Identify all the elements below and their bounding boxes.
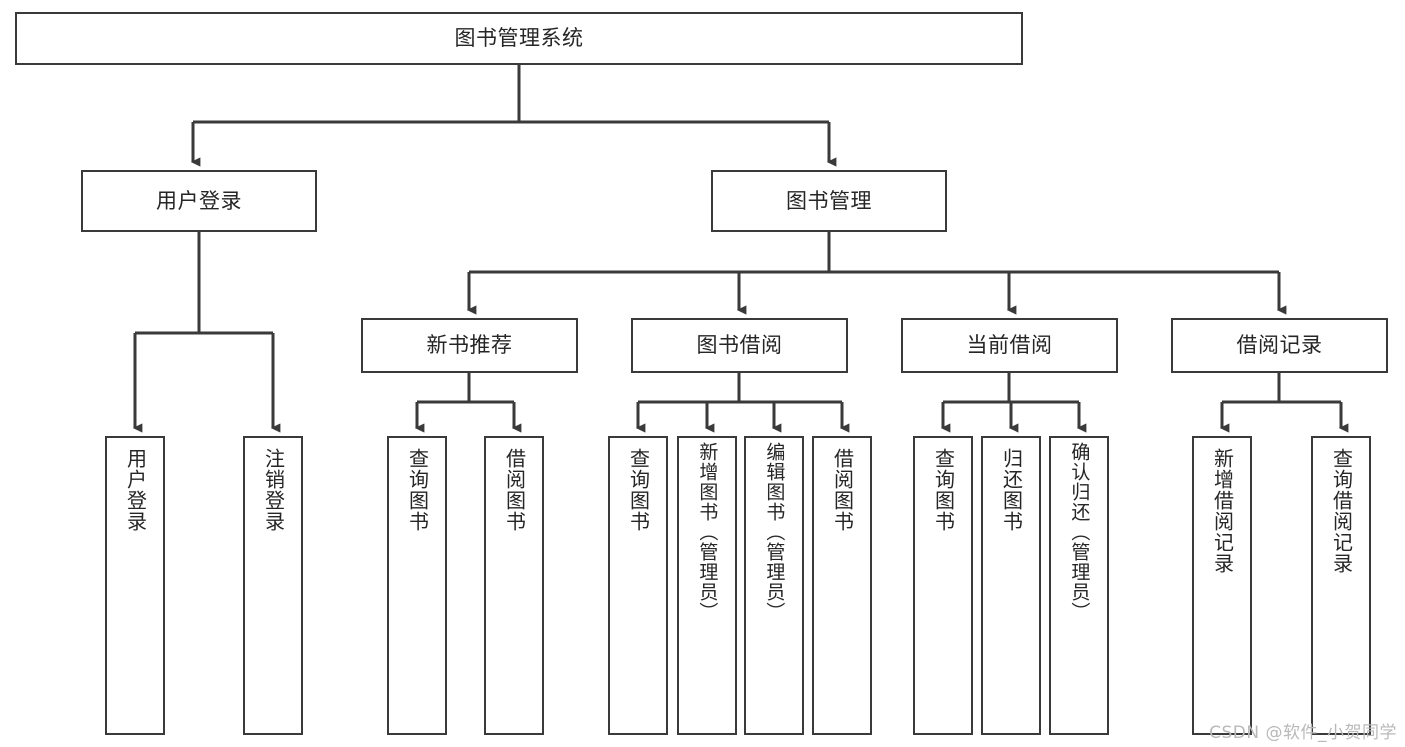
node-label: 借阅图书 — [502, 448, 527, 532]
node-label: 编辑图书（管理员） — [763, 442, 786, 622]
node-label: 图书管理系统 — [454, 26, 584, 51]
node-leaf-borrow-book[interactable]: 借阅图书 — [812, 436, 872, 735]
node-leaf-logout[interactable]: 注销登录 — [243, 436, 303, 735]
node-leaf-query-book-recommend[interactable]: 查询图书 — [387, 436, 447, 735]
node-label: 图书借阅 — [696, 333, 783, 358]
node-leaf-confirm-return-admin[interactable]: 确认归还（管理员） — [1049, 436, 1109, 735]
node-label: 新增图书（管理员） — [696, 442, 719, 622]
node-leaf-borrow-book-recommend[interactable]: 借阅图书 — [484, 436, 544, 735]
node-leaf-return-book[interactable]: 归还图书 — [981, 436, 1041, 735]
node-label: 归还图书 — [999, 448, 1024, 532]
watermark-csdn: CSDN @软件_小贺同学 — [1209, 723, 1397, 743]
node-label: 查询图书 — [626, 448, 651, 532]
node-leaf-edit-book-admin[interactable]: 编辑图书（管理员） — [744, 436, 804, 735]
node-label: 借阅图书 — [830, 448, 855, 532]
node-root-book-management-system[interactable]: 图书管理系统 — [15, 12, 1023, 65]
node-label: 新增借阅记录 — [1210, 448, 1235, 574]
node-leaf-query-book-borrow[interactable]: 查询图书 — [608, 436, 668, 735]
node-label: 当前借阅 — [966, 333, 1053, 358]
node-label: 查询借阅记录 — [1329, 448, 1354, 574]
node-label: 确认归还（管理员） — [1068, 442, 1091, 622]
node-leaf-add-borrow-record[interactable]: 新增借阅记录 — [1192, 436, 1252, 735]
node-leaf-query-borrow-record[interactable]: 查询借阅记录 — [1311, 436, 1371, 735]
node-label: 用户登录 — [156, 188, 242, 213]
node-user-login[interactable]: 用户登录 — [81, 170, 317, 232]
node-new-book-recommend[interactable]: 新书推荐 — [361, 318, 578, 373]
node-label: 查询图书 — [931, 448, 956, 532]
node-leaf-query-book-current[interactable]: 查询图书 — [913, 436, 973, 735]
node-label: 用户登录 — [123, 448, 148, 532]
node-leaf-add-book-admin[interactable]: 新增图书（管理员） — [677, 436, 737, 735]
node-borrow-record[interactable]: 借阅记录 — [1171, 318, 1388, 373]
node-book-management[interactable]: 图书管理 — [711, 170, 947, 232]
node-current-borrow[interactable]: 当前借阅 — [901, 318, 1118, 373]
node-book-borrow[interactable]: 图书借阅 — [631, 318, 848, 373]
node-label: 查询图书 — [405, 448, 430, 532]
node-label: 借阅记录 — [1236, 333, 1323, 358]
node-leaf-user-login[interactable]: 用户登录 — [105, 436, 165, 735]
node-label: 注销登录 — [261, 448, 286, 532]
node-label: 新书推荐 — [426, 333, 513, 358]
node-label: 图书管理 — [786, 188, 872, 213]
